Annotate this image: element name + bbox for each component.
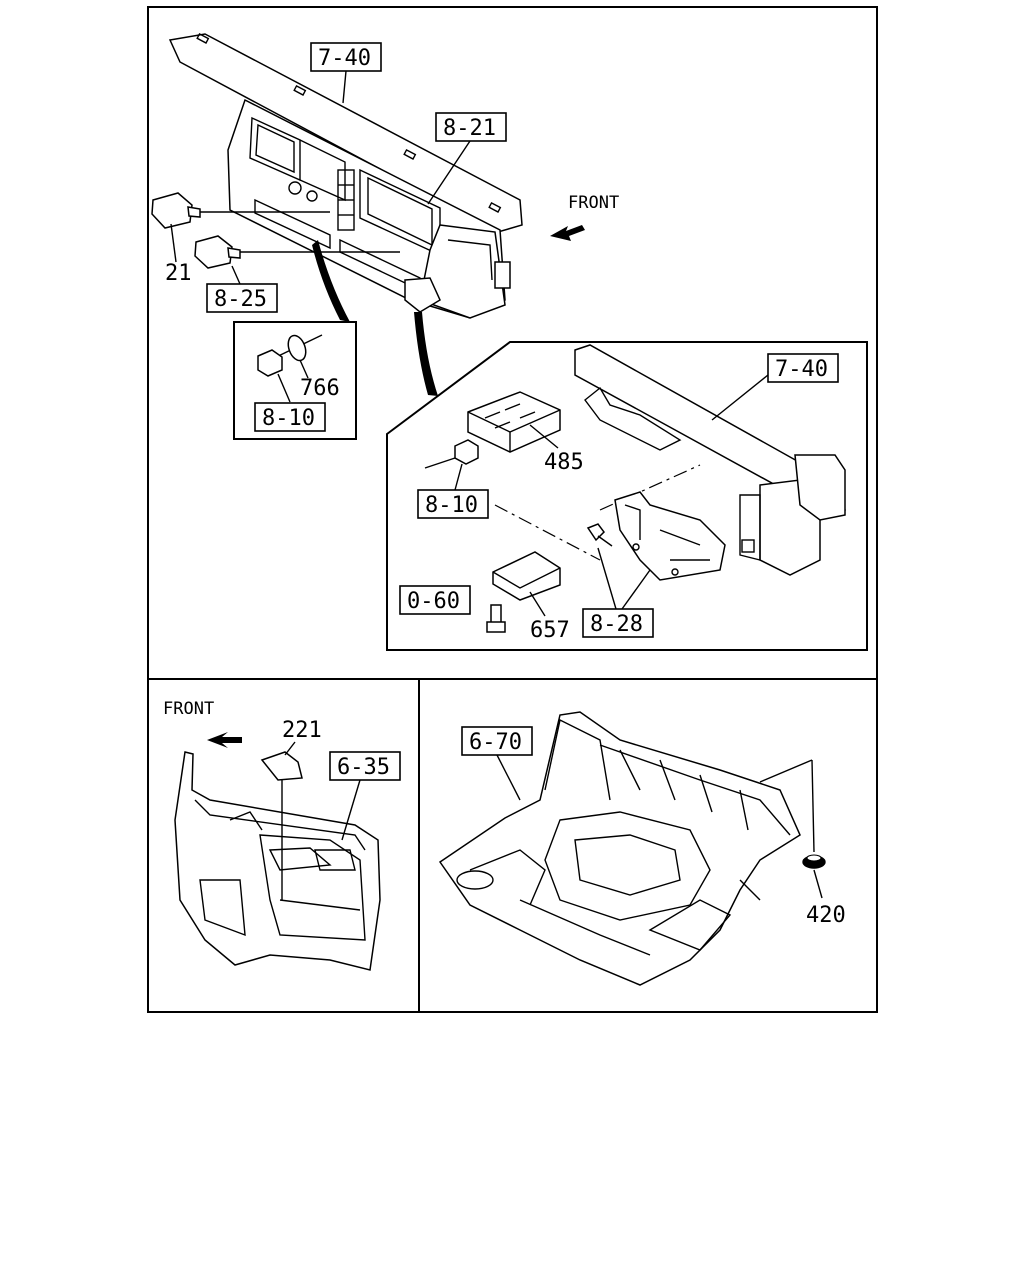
- door-trim-panel: FRONT 221 6-35: [163, 699, 401, 971]
- label-ref-8-10-detail: 8-10: [425, 493, 478, 518]
- label-ref-6-70: 6-70: [469, 730, 522, 755]
- front-arrow-bottom: [207, 732, 242, 748]
- callout-7-40-top: 7-40: [310, 42, 382, 104]
- label-ref-8-28: 8-28: [590, 612, 643, 637]
- label-ref-7-40-top: 7-40: [318, 46, 371, 71]
- leader-tail-left: [312, 240, 350, 322]
- front-label-top: FRONT: [568, 193, 619, 213]
- callout-21: 21: [165, 223, 192, 286]
- callout-8-25: 8-25: [206, 265, 278, 313]
- label-ref-0-60: 0-60: [407, 589, 460, 614]
- outer-frame: [147, 6, 878, 1013]
- diagram-frames: [147, 6, 878, 1013]
- inset-connector: 766 8-10: [233, 321, 357, 440]
- cab-floor: 6-70 420: [438, 711, 846, 986]
- label-part-657: 657: [530, 618, 570, 643]
- label-ref-6-35: 6-35: [337, 755, 390, 780]
- label-ref-8-21: 8-21: [443, 116, 496, 141]
- label-ref-8-10-inset: 8-10: [262, 406, 315, 431]
- front-label-bottom: FRONT: [163, 699, 214, 719]
- callout-8-21: 8-21: [427, 112, 507, 205]
- dashboard-assembly: [168, 32, 523, 319]
- switch-21: [151, 192, 330, 229]
- label-part-485: 485: [544, 450, 584, 475]
- label-ref-8-25: 8-25: [214, 287, 267, 312]
- front-arrow-top: FRONT: [550, 193, 619, 241]
- detail-ecu-bracket: 485 8-10 657 0-60 8-28 7-40: [386, 341, 868, 651]
- label-part-21: 21: [165, 261, 192, 286]
- label-part-766: 766: [300, 376, 340, 401]
- leader-tail-right: [414, 312, 438, 396]
- label-ref-7-40-detail: 7-40: [775, 357, 828, 382]
- label-part-420: 420: [806, 903, 846, 928]
- label-part-221: 221: [282, 718, 322, 743]
